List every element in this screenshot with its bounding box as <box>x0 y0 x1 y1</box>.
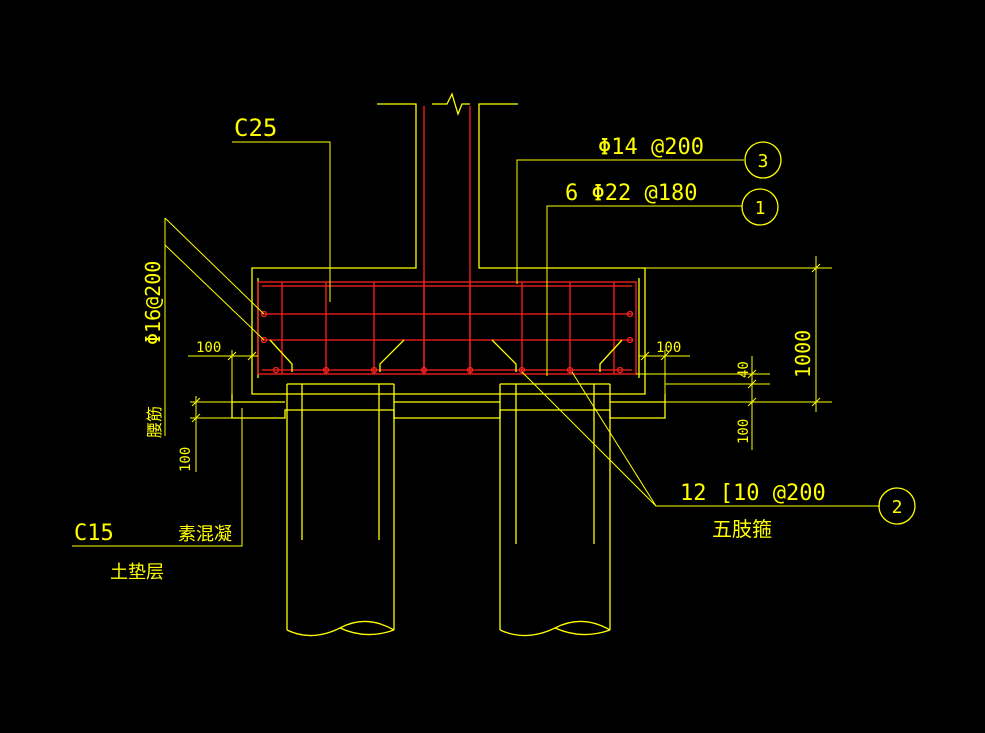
dim-small-tick-c <box>747 397 757 407</box>
rebar-dot <box>626 310 634 318</box>
label-side-bar: Φ16@200 <box>141 261 165 345</box>
rebar-dot <box>566 366 574 374</box>
pile-left-break <box>286 620 395 637</box>
callout-circle-1 <box>741 188 779 226</box>
hook-right-outer <box>599 339 623 372</box>
label-dim-bottom-right-100: 100 <box>736 419 752 444</box>
rebar-dot <box>272 366 280 374</box>
label-concrete-grade: C25 <box>234 114 277 142</box>
label-lean-concrete-grade: C15 <box>74 521 114 546</box>
rebar-dot <box>260 310 268 318</box>
callout-number-1: 1 <box>755 198 766 219</box>
column-outline <box>251 103 646 395</box>
concrete-outline <box>231 92 666 637</box>
hook-right-inner <box>491 339 517 372</box>
dim-small-tick-b <box>747 379 757 389</box>
rebar-dot <box>616 366 624 374</box>
dim-left-100-tick-b <box>247 351 257 361</box>
label-rebar-3: Φ14 @200 <box>598 135 704 160</box>
label-rebar-2: 12 [10 @200 <box>680 481 826 506</box>
cushion-layer-outline <box>231 394 666 419</box>
callout-circle-3 <box>744 141 782 179</box>
dim-bl-tick-b <box>191 413 201 423</box>
rebar-dot <box>260 336 268 344</box>
rebar-dot <box>626 336 634 344</box>
drawing-labels: C25 Φ14 @200 6 Φ22 @180 12 [10 @200 五肢箍 … <box>74 114 902 583</box>
leader-rebar-2-b <box>571 371 657 507</box>
hook-left-outer <box>269 339 293 372</box>
rebar-dot <box>466 366 474 374</box>
leader-lines <box>72 141 880 547</box>
hook-left-inner <box>379 339 405 372</box>
dim-bl-tick <box>191 397 201 407</box>
column-break-symbol <box>432 92 470 116</box>
label-rebar-1: 6 Φ22 @180 <box>565 181 697 206</box>
dim-1000-tick-bot <box>811 397 821 407</box>
callout-circles <box>741 141 916 525</box>
label-dim-40: 40 <box>736 361 752 378</box>
label-dim-right-100: 100 <box>656 340 681 356</box>
rebar-cage-outline <box>257 281 637 375</box>
dim-right-100-tick <box>640 351 650 361</box>
rebar-cage <box>257 106 637 375</box>
dimension-lines <box>188 256 832 472</box>
label-stirrup-type: 五肢箍 <box>712 517 772 541</box>
leader-rebar-1 <box>546 205 742 376</box>
leader-c25 <box>232 141 331 302</box>
callout-number-2: 2 <box>892 497 903 518</box>
label-side-bar-note: 腰筋 <box>145 406 164 438</box>
callout-circle-2 <box>878 487 916 525</box>
rebar-dot <box>420 366 428 374</box>
label-lean-concrete: 素混凝 <box>178 524 232 545</box>
label-cushion-layer: 土垫层 <box>110 562 164 583</box>
rebar-dot <box>370 366 378 374</box>
label-dim-bottom-left-100: 100 <box>178 447 194 472</box>
dim-1000-tick-top <box>811 263 821 273</box>
pile-hooks <box>269 339 623 372</box>
label-dim-1000: 1000 <box>791 330 815 378</box>
rebar-dot <box>322 366 330 374</box>
leader-rebar-3 <box>516 159 744 284</box>
pile-right-break <box>499 620 611 637</box>
leader-c15 <box>72 408 243 547</box>
leader-side-bar-b <box>164 244 265 341</box>
callout-number-3: 3 <box>758 151 769 172</box>
dim-small-tick-a <box>747 369 757 379</box>
label-dim-left-100: 100 <box>196 340 221 356</box>
leader-side-bar-a <box>164 217 265 315</box>
